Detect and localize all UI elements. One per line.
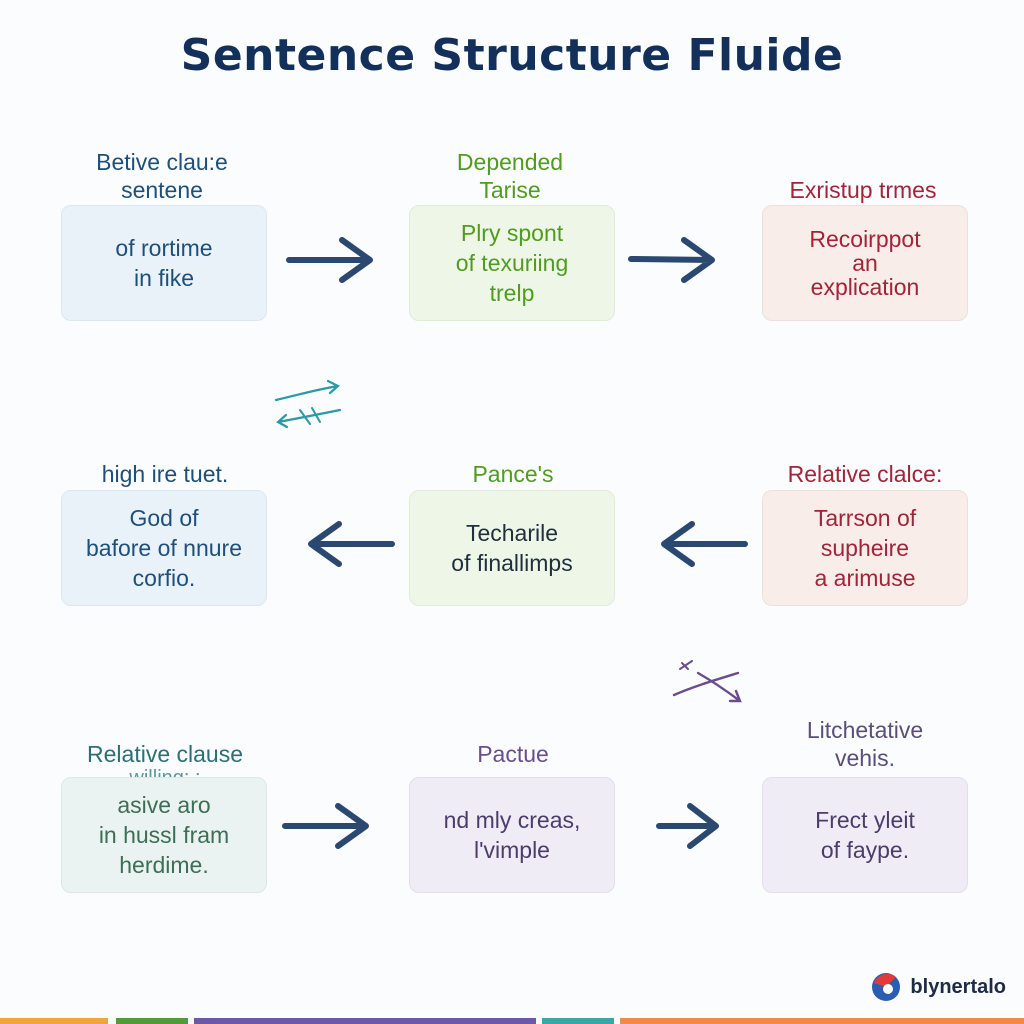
card-label-r3c3: Litchetative vehis. — [735, 716, 995, 772]
card-label-r2c2: Pance's — [383, 460, 643, 488]
card-text-line: Plry spont — [460, 220, 564, 246]
card-r1c2: Plry spont of texuriing trelp — [409, 205, 615, 321]
card-text-line: nd mly creas, — [443, 807, 581, 833]
card-text-line: of finallimps — [451, 550, 573, 576]
card-text-line: asive aro — [117, 792, 211, 818]
arrow-left-icon — [661, 521, 748, 567]
arrow-right-icon — [628, 237, 715, 283]
card-text-line: of rortime — [115, 235, 213, 261]
card-text-line: a arimuse — [814, 565, 916, 591]
card-text-line: Recoirppot — [809, 226, 921, 252]
card-text-line: supheire — [820, 535, 910, 561]
brand-icon — [872, 973, 901, 1001]
card-text-line: in hussl fram — [98, 822, 230, 848]
label-line: sentene — [121, 177, 203, 203]
card-text-line: Techarile — [465, 520, 559, 546]
card-label-r2c1: high ire tuet. — [35, 460, 295, 488]
card-text-line: of faype. — [820, 837, 910, 863]
card-r2c1: God of bafore of nnure corfio. — [61, 490, 267, 606]
card-label-r1c3: Exristup trmes — [733, 176, 993, 204]
card-text-line: Tarrson of — [813, 505, 917, 531]
label-line: Relative clause — [87, 741, 243, 767]
footer-stripe — [194, 1018, 536, 1024]
label-line: Betive clau:e — [96, 149, 228, 175]
card-r1c1: of rortime in fike — [61, 205, 267, 321]
card-label-r1c1: Betive clau:e sentene — [32, 148, 292, 204]
card-r2c3: Tarrson of supheire a arimuse — [762, 490, 968, 606]
card-text-line: in fike — [133, 265, 195, 291]
footer-stripe — [0, 1018, 108, 1024]
label-line: Relative clalce: — [787, 461, 943, 487]
footer-stripe — [620, 1018, 1024, 1024]
label-line: high ire tuet. — [101, 461, 229, 487]
card-label-r1c2: Depended Tarise — [380, 148, 640, 204]
card-label-r2c3: Relative clalce: — [735, 460, 995, 488]
arrow-right-icon — [286, 237, 373, 283]
footer-stripe — [116, 1018, 188, 1024]
card-text-line: l'vimple — [474, 837, 550, 863]
scribble-arrows-icon — [672, 660, 742, 703]
arrow-right-icon — [656, 803, 719, 849]
card-label-r3c2: Pactue — [383, 740, 643, 768]
card-text-line: trelp — [489, 280, 535, 306]
card-text-line: explication — [810, 274, 920, 300]
brand-name: blynertalo — [910, 975, 1006, 998]
card-r3c3: Frect yleit of faype. — [762, 777, 968, 893]
card-r1c3: Recoirppot an explication — [762, 205, 968, 321]
card-r2c2: Techarile of finallimps — [409, 490, 615, 606]
label-line: Depended — [456, 149, 564, 175]
card-text-line: Frect yleit — [815, 807, 915, 833]
label-line: vehis. — [834, 745, 896, 771]
label-line: Litchetative — [806, 717, 924, 743]
footer-stripe — [542, 1018, 614, 1024]
arrow-left-icon — [308, 521, 395, 567]
card-text-line: of texuriing — [455, 250, 569, 276]
label-line: Pactue — [477, 741, 549, 767]
scribble-arrows-icon — [274, 379, 342, 429]
label-line: Pance's — [472, 461, 554, 487]
card-text-line: an — [852, 250, 878, 276]
page-title: Sentence Structure Fluide — [180, 30, 844, 81]
label-line: Exristup trmes — [789, 177, 937, 203]
card-text-line: God of — [129, 505, 199, 531]
card-text-line: herdime. — [119, 852, 209, 878]
card-r3c1: asive aro in hussl fram herdime. — [61, 777, 267, 893]
arrow-right-icon — [282, 803, 369, 849]
label-line: Tarise — [479, 177, 541, 203]
card-r3c2: nd mly creas, l'vimple — [409, 777, 615, 893]
brand-logo: blynertalo — [870, 970, 1006, 1004]
card-text-line: bafore of nnure — [85, 535, 242, 561]
card-text-line: corfio. — [132, 565, 196, 591]
